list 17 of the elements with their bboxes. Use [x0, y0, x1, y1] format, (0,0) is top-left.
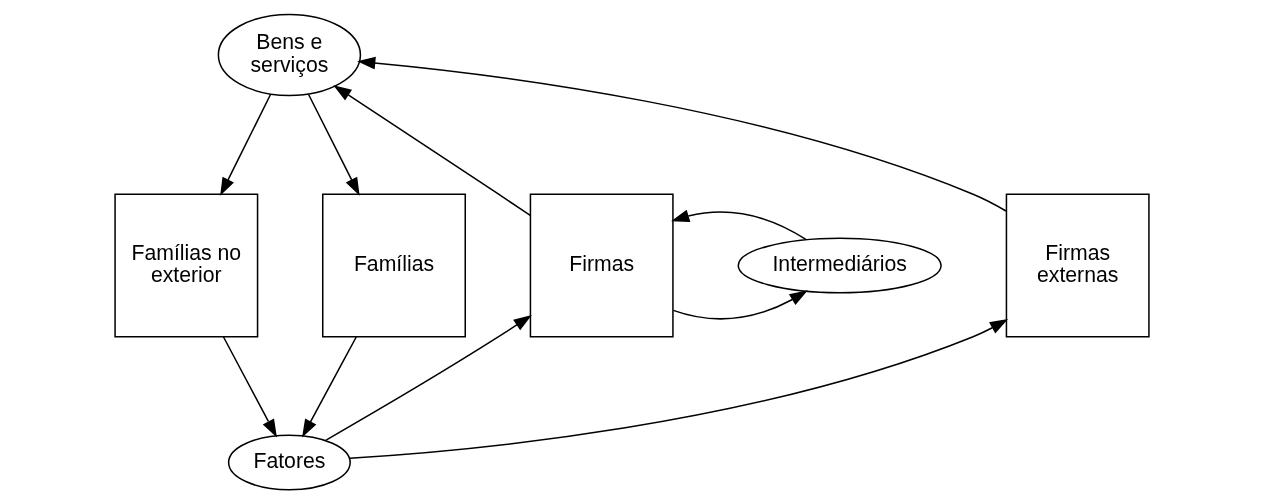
node-box: Firmas externas — [1005, 193, 1150, 338]
arrow — [356, 56, 1007, 212]
node-box: Famílias no exterior — [113, 193, 258, 338]
node-ellipse: Intermediários — [737, 237, 942, 294]
node-box: Firmas — [529, 193, 674, 338]
arrow — [222, 336, 277, 438]
arrow — [219, 93, 271, 196]
node-box: Famílias — [321, 193, 466, 338]
arrow — [348, 319, 1008, 459]
node-ellipse: Fatores — [227, 434, 351, 491]
arrow — [672, 290, 808, 320]
arrow — [301, 336, 357, 438]
arrow — [332, 85, 531, 217]
arrow — [670, 209, 807, 241]
node-ellipse: Bens e serviços — [217, 13, 361, 97]
arrow — [324, 315, 532, 442]
arrow — [307, 93, 360, 196]
